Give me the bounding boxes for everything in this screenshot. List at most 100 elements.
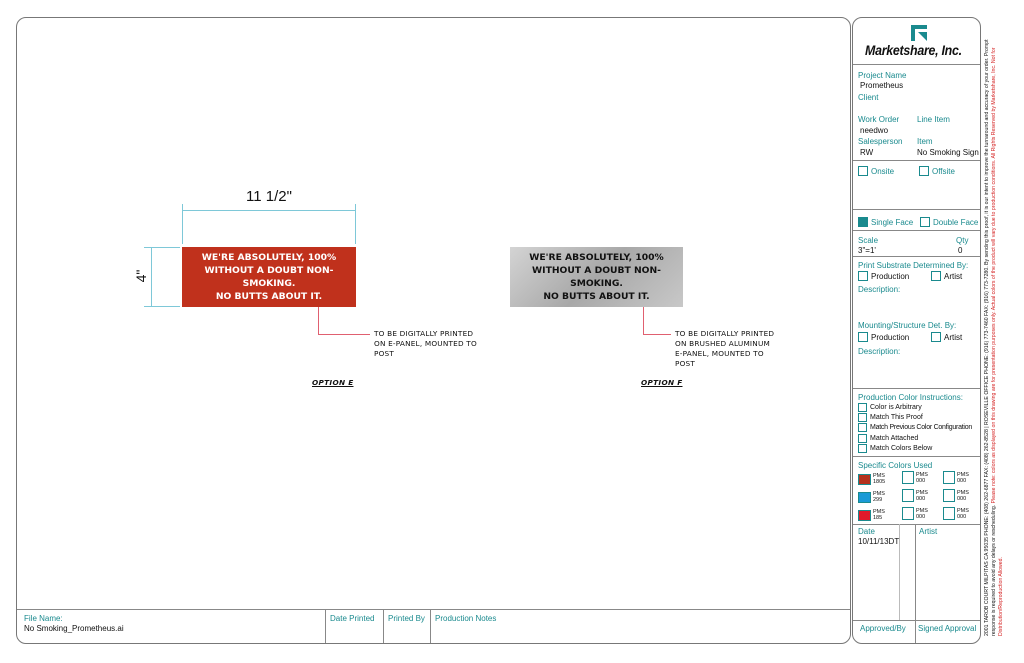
date-value: 10/11/13DT: [858, 537, 900, 546]
sign-option-e: WE'RE ABSOLUTELY, 100% WITHOUT A DOUBT N…: [182, 247, 356, 307]
substrate-artist-checkbox[interactable]: [931, 271, 941, 281]
option-f-label: OPTION F: [641, 378, 683, 387]
line-item-label: Line Item: [917, 115, 950, 124]
pms-swatch: [858, 473, 871, 485]
double-face-label: Double Face: [933, 217, 979, 227]
sign-line: NO BUTTS ABOUT IT.: [215, 291, 323, 302]
item-label: Item: [917, 137, 933, 146]
qty-value: 0: [958, 246, 963, 255]
note-option-e: TO BE DIGITALLY PRINTED ON E-PANEL, MOUN…: [374, 329, 477, 358]
height-dimension-tick-top: [144, 247, 180, 248]
double-face-checkbox[interactable]: [920, 217, 930, 227]
sign-line: WITHOUT A DOUBT NON-SMOKING.: [532, 265, 661, 289]
single-face-checkbox[interactable]: [858, 217, 868, 227]
artist-column-label: Artist: [919, 527, 938, 536]
offsite-label: Offsite: [932, 166, 955, 176]
color-option-row[interactable]: Match This Proof: [858, 413, 923, 422]
color-option-label: Match This Proof: [870, 414, 923, 421]
divider: [853, 388, 980, 389]
color-option-checkbox[interactable]: [858, 444, 867, 453]
onsite-checkbox[interactable]: [858, 166, 868, 176]
substrate-production-option[interactable]: Production: [858, 271, 909, 281]
disclaimer-text: 2001 TAROB COURT MILPITAS CA 95035 PHONE…: [984, 39, 1004, 636]
mounting-artist-label: Artist: [944, 332, 963, 342]
color-option-row[interactable]: Color is Arbitrary: [858, 403, 922, 412]
mounting-description-label: Description:: [858, 347, 901, 356]
salesperson-value: RW: [860, 148, 874, 157]
mounting-production-option[interactable]: Production: [858, 332, 909, 342]
project-name-value: Prometheus: [860, 81, 904, 90]
printed-by-label: Printed By: [388, 614, 425, 623]
onsite-label: Onsite: [871, 166, 895, 176]
footer-col-divider-2: [383, 609, 384, 643]
mounting-artist-option[interactable]: Artist: [931, 332, 962, 342]
offsite-option[interactable]: Offsite: [919, 166, 955, 176]
sign-line: WITHOUT A DOUBT NON-SMOKING.: [204, 265, 334, 289]
work-order-value: needwo: [860, 126, 889, 135]
date-artist-divider: [915, 524, 916, 620]
mounting-production-label: Production: [871, 332, 910, 342]
color-option-label: Match Attached: [870, 435, 919, 442]
single-face-label: Single Face: [871, 217, 914, 227]
height-dimension-label: 4": [133, 261, 149, 291]
offsite-checkbox[interactable]: [919, 166, 929, 176]
footer-divider: [17, 609, 850, 610]
divider: [853, 456, 980, 457]
date-artist-divider-2: [899, 524, 900, 620]
substrate-production-label: Production: [871, 271, 910, 281]
sign-line: NO BUTTS ABOUT IT.: [543, 291, 650, 302]
divider: [853, 64, 980, 65]
option-e-label: OPTION E: [312, 378, 354, 387]
color-option-checkbox[interactable]: [858, 423, 867, 432]
substrate-production-checkbox[interactable]: [858, 271, 868, 281]
leader-line-e-vertical: [318, 307, 319, 334]
height-dimension-line: [151, 247, 152, 306]
color-option-checkbox[interactable]: [858, 413, 867, 422]
artwork-frame: [16, 17, 851, 644]
signed-approval-label: Signed Approval: [918, 624, 977, 633]
footer-col-divider-1: [325, 609, 326, 643]
divider: [853, 230, 980, 231]
mounting-production-checkbox[interactable]: [858, 332, 868, 342]
company-name: Marketshare, Inc.: [865, 43, 962, 58]
substrate-artist-option[interactable]: Artist: [931, 271, 962, 281]
divider: [853, 209, 980, 210]
work-order-label: Work Order: [858, 115, 900, 124]
date-printed-label: Date Printed: [330, 614, 375, 623]
note-option-f: TO BE DIGITALLY PRINTED ON BRUSHED ALUMI…: [675, 329, 775, 368]
single-face-option[interactable]: Single Face: [858, 217, 913, 227]
divider: [853, 620, 980, 621]
color-option-checkbox[interactable]: [858, 403, 867, 412]
print-substrate-label: Print Substrate Determined By:: [858, 261, 969, 270]
production-notes-label: Production Notes: [435, 614, 497, 623]
onsite-option[interactable]: Onsite: [858, 166, 894, 176]
color-option-row[interactable]: Match Attached: [858, 434, 918, 443]
leader-line-f-vertical: [643, 307, 644, 334]
leader-line-f-horizontal: [643, 334, 671, 335]
color-option-row[interactable]: Match Colors Below: [858, 444, 932, 453]
color-option-row[interactable]: Match Previous Color Configuration: [858, 423, 972, 432]
leader-line-e-horizontal: [318, 334, 370, 335]
qty-label: Qty: [956, 236, 969, 245]
width-dimension-line: [182, 210, 356, 211]
height-dimension-tick-bottom: [144, 306, 180, 307]
width-dimension-tick-left: [182, 204, 183, 244]
divider: [853, 524, 980, 525]
item-value: No Smoking Sign: [917, 148, 979, 157]
client-label: Client: [858, 93, 879, 102]
color-option-checkbox[interactable]: [858, 434, 867, 443]
substrate-artist-label: Artist: [944, 271, 963, 281]
company-logo-icon: [911, 25, 927, 41]
mounting-artist-checkbox[interactable]: [931, 332, 941, 342]
color-instructions-label: Production Color Instructions:: [858, 393, 963, 402]
double-face-option[interactable]: Double Face: [920, 217, 978, 227]
